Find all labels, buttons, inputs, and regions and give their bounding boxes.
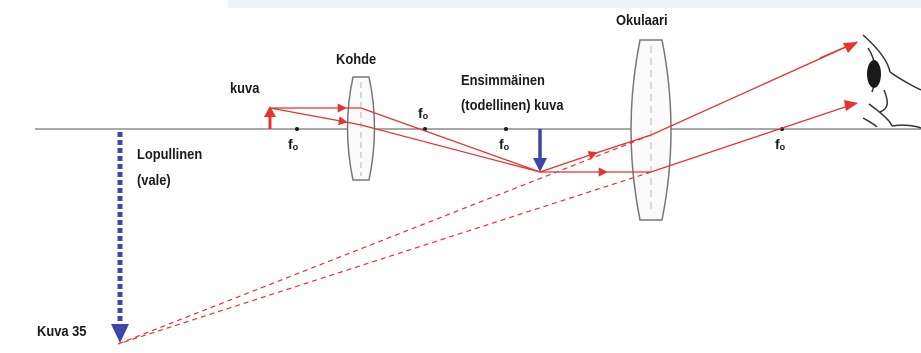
real-image-arrow [533,129,547,172]
focal-label-objective-left: fo [288,136,299,152]
focal-point-eyepiece-left [504,127,508,131]
focal-point-objective-left [295,127,299,131]
focal-label-eyepiece-left: fo [499,136,510,152]
focal-label-eyepiece-right: fo [775,136,786,152]
object-label: kuva [230,80,260,97]
objective-label: Kohde [336,51,377,68]
focal-label-objective-right: fo [418,105,429,121]
object-arrow [264,106,276,129]
ray-arrowheads-eye [843,42,858,111]
first-image-label-line2: (todellinen) kuva [461,97,564,114]
ray-group-eyepiece [539,41,858,177]
ray-group-objective [269,103,541,173]
eyepiece-lens [630,39,672,221]
virtual-ray-extensions [117,134,652,345]
figure-caption: Kuva 35 [37,323,87,340]
header-band [228,0,921,8]
virtual-image-arrow [111,132,129,343]
final-image-label-line1: Lopullinen [137,146,203,163]
eye-icon [862,34,921,129]
first-image-label-line1: Ensimmäinen [461,72,545,89]
objective-lens [346,76,376,181]
final-image-label-line2: (vale) [137,172,171,189]
eyepiece-label: Okulaari [616,12,668,29]
